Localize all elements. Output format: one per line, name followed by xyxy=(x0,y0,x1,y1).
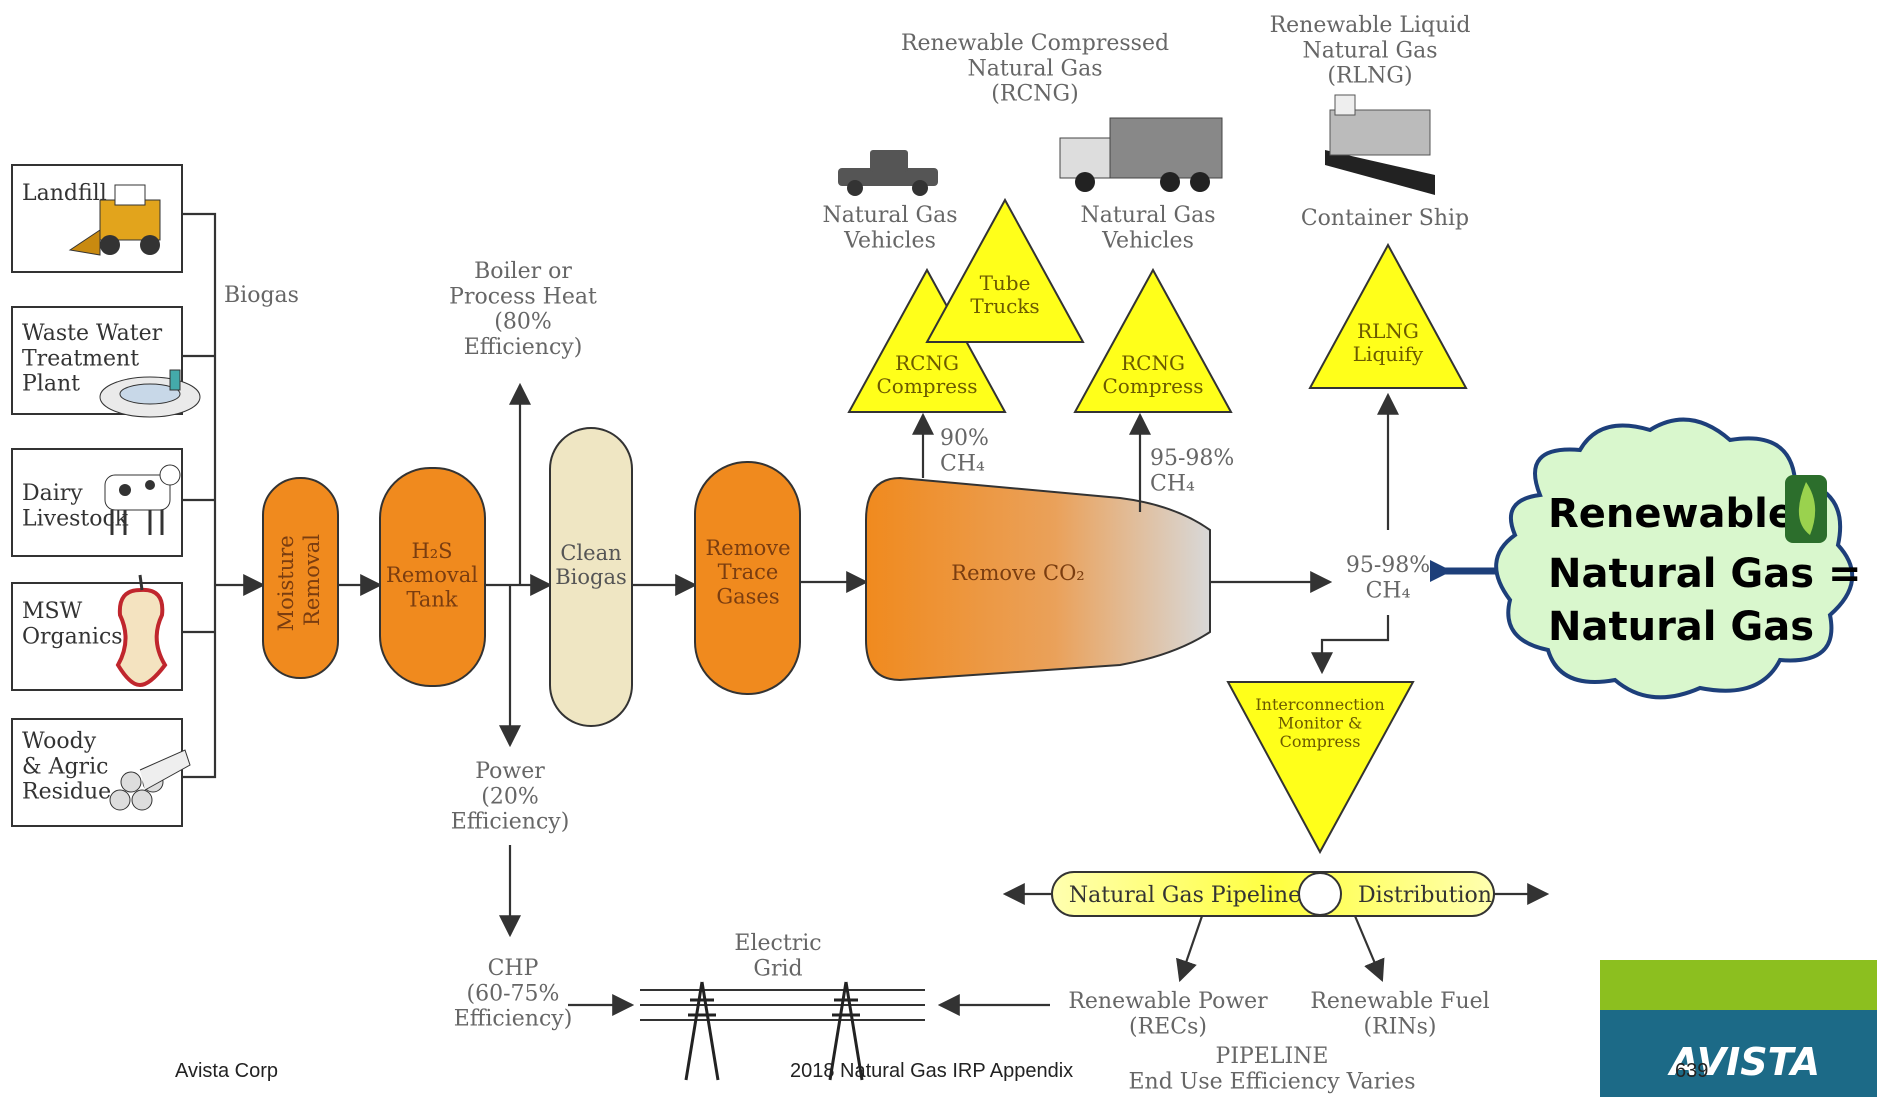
source-label: Landfill xyxy=(22,181,107,206)
stage-moisture-removal: Moisture Removal xyxy=(262,477,339,679)
stage-remove-co2: Remove CO₂ xyxy=(865,476,1211,682)
footer-page-number: 639 xyxy=(1675,1060,1709,1082)
chp-label: CHP(60-75%Efficiency) xyxy=(454,956,573,1032)
pipeline-right-label: Distribution xyxy=(1358,883,1492,908)
pickup-truck-icon xyxy=(838,150,938,196)
container-ship-label: Container Ship xyxy=(1301,206,1469,231)
stage-co2-label: Remove CO₂ xyxy=(951,561,1084,585)
container-ship-icon xyxy=(1325,94,1435,195)
ch4-9598-out-label: 95-98%CH₄ xyxy=(1346,553,1430,603)
biogas-collector: Biogas xyxy=(182,212,299,779)
biogas-label: Biogas xyxy=(224,283,299,308)
stage-moisture-label: Moisture Removal xyxy=(274,529,324,632)
cow-icon xyxy=(104,464,181,535)
ch4-90-label: 90%CH₄ xyxy=(940,426,989,476)
sink-icon xyxy=(99,369,201,418)
leaf-flame-icon xyxy=(1785,475,1827,543)
cloud-line-1: Renewable xyxy=(1548,491,1795,537)
cloud-line-3: Natural Gas xyxy=(1548,604,1814,650)
garbage-truck-icon xyxy=(1059,117,1223,192)
transmission-towers-icon xyxy=(640,981,925,1081)
footer-company: Avista Corp xyxy=(175,1060,279,1082)
logs-icon xyxy=(109,749,191,811)
cloud-line-2: Natural Gas = xyxy=(1548,551,1862,597)
apple-core-icon xyxy=(115,574,168,688)
ch4-9598-top-label: 95-98%CH₄ xyxy=(1150,446,1234,496)
natural-gas-pipeline: Natural Gas Pipeline Distribution xyxy=(1051,871,1495,917)
logo-text: AVISTA xyxy=(1667,1040,1820,1084)
pipeline-left-label: Natural Gas Pipeline xyxy=(1069,883,1301,908)
rng-callout-cloud: Renewable Natural Gas = Natural Gas xyxy=(1494,417,1862,700)
renewable-fuel-label: Renewable Fuel(RINs) xyxy=(1310,989,1489,1039)
power-label: Power(20%Efficiency) xyxy=(451,759,570,835)
bulldozer-icon xyxy=(68,184,161,256)
renewable-power-label: Renewable Power(RECs) xyxy=(1068,989,1268,1039)
avista-logo: AVISTA xyxy=(1600,960,1877,1097)
source-landfill: Landfill xyxy=(11,164,183,273)
footer-title: 2018 Natural Gas IRP Appendix xyxy=(790,1060,1074,1082)
